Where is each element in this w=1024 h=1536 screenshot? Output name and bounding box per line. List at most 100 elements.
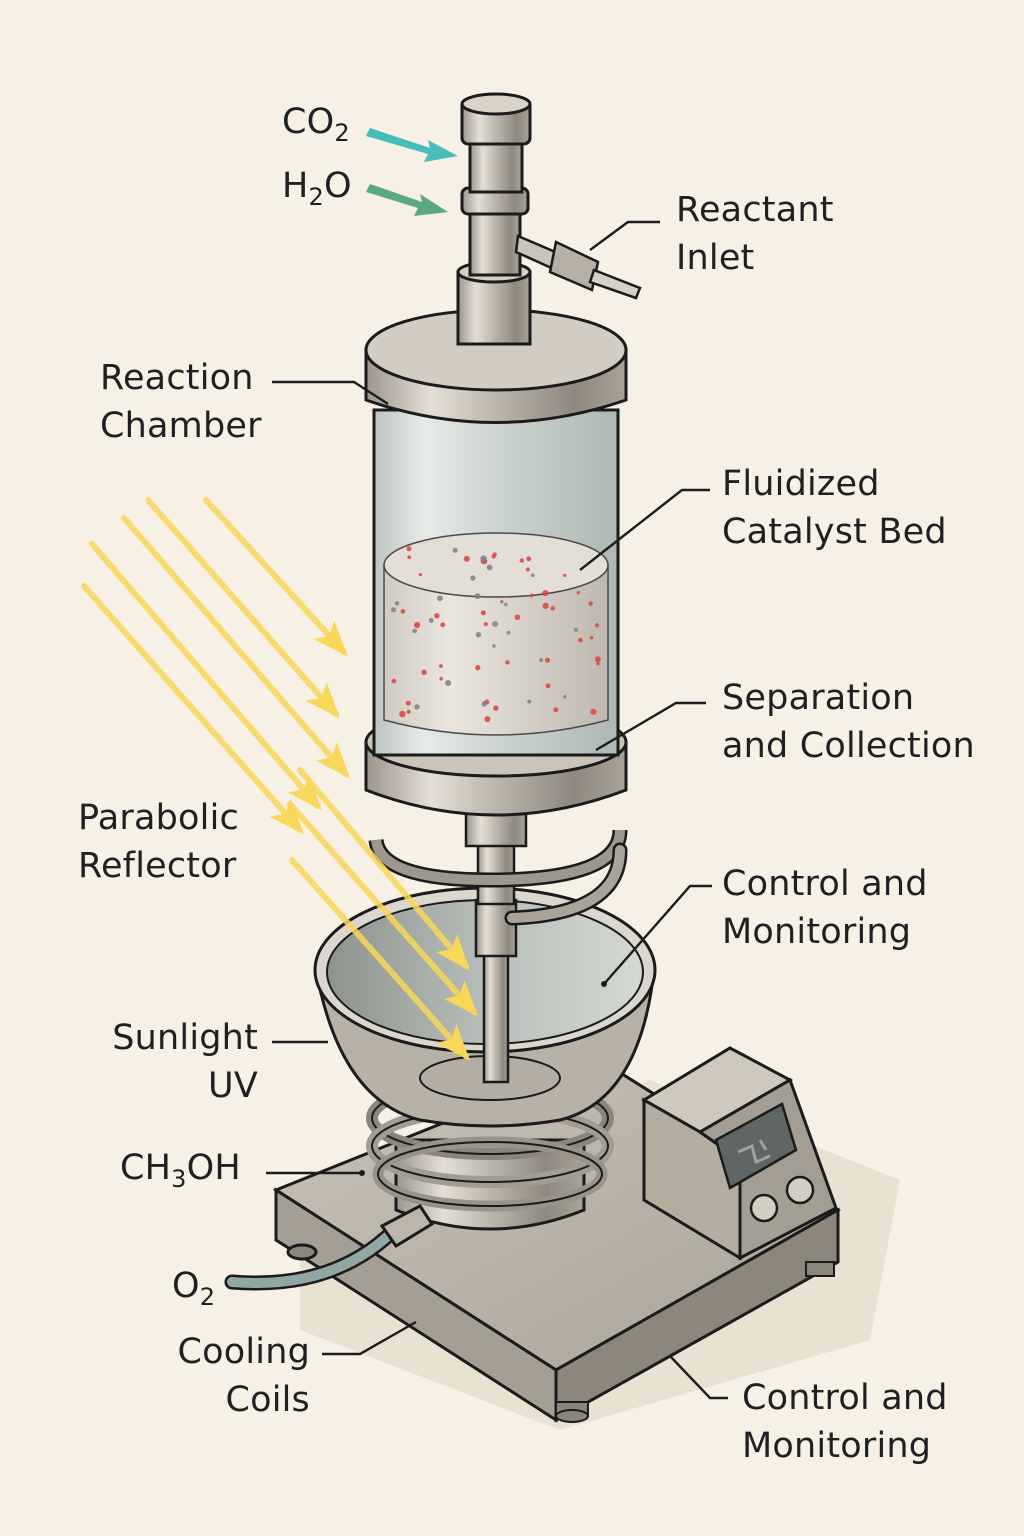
catalyst-particle (595, 656, 601, 663)
catalyst-particle (573, 627, 578, 632)
control-knob[interactable] (785, 1175, 815, 1205)
catalyst-particle (412, 628, 418, 634)
catalyst-particle (475, 631, 482, 638)
catalyst-particle (483, 622, 488, 627)
fluidized-catalyst-bed (383, 532, 609, 736)
catalyst-particle (414, 704, 420, 710)
catalyst-particle (590, 708, 597, 715)
catalyst-particle (526, 556, 532, 562)
catalyst-particle (505, 660, 510, 665)
catalyst-particle (418, 573, 422, 577)
catalyst-particle (493, 705, 499, 711)
label-methanol: CH3OH (120, 1148, 241, 1193)
catalyst-particle (530, 573, 535, 578)
oxygen-hose (224, 1204, 435, 1291)
catalyst-particle (463, 555, 470, 562)
catalyst-particle (452, 547, 458, 553)
leader-control-lower (669, 1355, 728, 1400)
catalyst-particle (525, 567, 530, 572)
catalyst-particle (545, 657, 550, 663)
catalyst-particle (399, 710, 406, 718)
catalyst-particle (563, 695, 567, 699)
catalyst-particle (563, 573, 567, 578)
leader-cooling-coils (322, 1320, 417, 1356)
catalyst-particle (440, 622, 446, 628)
catalyst-particle (486, 564, 493, 571)
catalyst-particle (400, 609, 406, 614)
catalyst-particle (470, 575, 476, 581)
catalyst-particle (542, 602, 549, 609)
label-h2o: H2O (282, 166, 352, 211)
leader-catalyst-bed (579, 488, 710, 571)
catalyst-particle (484, 716, 491, 723)
catalyst-particle (391, 607, 396, 613)
sunlight-ray (203, 497, 349, 657)
leader-control-upper (603, 884, 712, 985)
catalyst-particle (481, 701, 488, 707)
catalyst-particle (428, 618, 434, 623)
catalyst-particle (596, 661, 600, 666)
catalyst-particle (500, 600, 504, 604)
central-shaft (464, 810, 528, 1084)
catalyst-particle (475, 665, 481, 671)
catalyst-particle (539, 658, 544, 663)
upper-coil (368, 829, 628, 926)
catalyst-particle (553, 707, 559, 713)
leader-separation (595, 701, 706, 752)
catalyst-particle (391, 678, 397, 684)
catalyst-particle (491, 554, 496, 559)
catalyst-particle (439, 664, 443, 668)
catalyst-particle (519, 558, 524, 563)
catalyst-particle (394, 601, 400, 606)
catalyst-particle (492, 621, 498, 627)
catalyst-particle (439, 676, 444, 681)
sunlight-ray (297, 767, 470, 971)
catalyst-particle (506, 630, 511, 635)
sunlight-rays (81, 497, 478, 1061)
catalyst-particle (434, 613, 440, 619)
catalyst-particle (542, 589, 549, 597)
catalyst-particle (406, 709, 411, 714)
catalyst-particle (588, 601, 593, 606)
catalyst-particle (595, 623, 599, 628)
catalyst-particle (437, 595, 443, 602)
catalyst-particle (492, 644, 496, 648)
catalyst-particle (529, 593, 534, 598)
catalyst-particle (406, 546, 412, 552)
catalyst-particle (545, 683, 551, 689)
catalyst-particles (391, 546, 601, 723)
reaction-chamber (364, 308, 628, 757)
display-screen (714, 1102, 798, 1190)
leader-lines (266, 220, 728, 1400)
catalyst-particle (480, 610, 486, 616)
sunlight-ray (89, 541, 322, 811)
catalyst-particle (405, 700, 411, 706)
catalyst-particle (527, 699, 532, 704)
control-knob[interactable] (749, 1193, 779, 1223)
catalyst-particle (504, 602, 508, 607)
control-box (641, 1046, 838, 1261)
leader-reactant-inlet (589, 220, 660, 251)
catalyst-particle (421, 669, 427, 675)
sunlight-ray (287, 801, 478, 1017)
label-co2: CO2 (282, 102, 350, 147)
h2o-input-arrow (366, 184, 448, 216)
catalyst-particle (589, 635, 594, 640)
catalyst-particle (414, 621, 421, 629)
sunlight-ray (145, 497, 340, 719)
sunlight-ray (81, 583, 304, 835)
reactant-inlet-column (456, 92, 642, 346)
catalyst-particle (480, 555, 487, 562)
inlet-cap (460, 92, 532, 116)
catalyst-particle (550, 606, 555, 611)
catalyst-particle (474, 593, 481, 600)
